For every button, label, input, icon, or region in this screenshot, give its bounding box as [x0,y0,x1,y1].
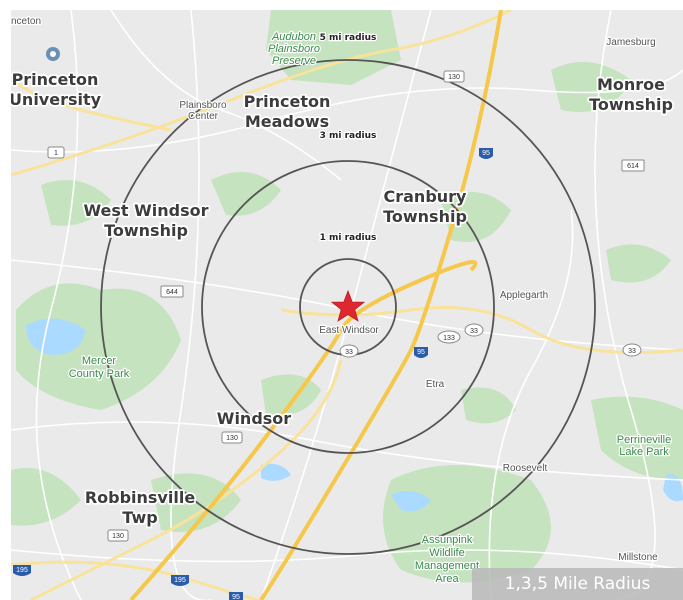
place-jamesburg: Jamesburg [606,37,655,48]
park-patch [41,180,111,226]
svg-text:95: 95 [417,349,425,356]
park-assunpink-line3: Management [415,560,479,572]
svg-text:133: 133 [443,335,455,342]
highways [129,10,503,600]
map-pin-icon[interactable] [46,47,60,61]
shield-95: 95 [414,347,428,358]
place-plainsboro-center-line1: Plainsboro [179,100,227,111]
pond [663,474,683,502]
park-assunpink-line4: Area [435,573,459,585]
place-robbinsville-line1: Robbinsville [85,488,196,507]
place-plainsboro-center-line2: Center [188,111,219,122]
place-millstone: Millstone [618,552,658,563]
park-audubon-line1: Audubon [271,31,316,43]
shield-614: 614 [621,159,645,172]
place-princeton-meadows-line1: Princeton [244,92,331,111]
park-perrineville-line2: Lake Park [619,446,669,458]
shield-1: 1 [47,146,65,159]
place-west-windsor-line1: West Windsor [83,201,208,220]
place-applegarth: Applegarth [500,290,548,301]
place-princeton-partial: nceton [11,16,41,27]
perrineville-park-area [591,396,683,480]
route-130 [129,260,478,600]
park-patch [11,468,81,526]
pond [261,463,291,481]
svg-text:130: 130 [226,435,238,442]
park-assunpink-line2: Wildlife [429,547,464,559]
lake [26,318,86,355]
audubon-park-area [266,10,401,85]
svg-text:195: 195 [16,567,28,574]
svg-text:33: 33 [470,328,478,335]
place-cranbury-line2: Township [383,207,467,226]
shield-130: 130 [221,431,243,444]
place-monroe-line2: Township [589,95,673,114]
place-monroe-line1: Monroe [597,75,665,94]
center-star-icon[interactable] [330,289,366,322]
place-east-windsor: East Windsor [319,325,379,336]
shield-95: 95 [229,592,243,600]
svg-text:195: 195 [174,577,186,584]
park-patch [461,387,516,424]
map-caption: 1,3,5 Mile Radius [472,568,683,600]
place-princeton-university-line2: University [11,90,102,109]
ring-5-mile [100,59,596,555]
place-princeton-university-line1: Princeton [12,70,99,89]
radius-label-3mi: 3 mi radius [320,131,377,141]
park-areas [11,10,683,583]
place-robbinsville-line2: Twp [122,508,157,527]
park-perrineville-line1: Perrineville [617,434,671,446]
place-windsor: Windsor [217,409,291,428]
park-patch [606,244,671,283]
shield-130: 130 [443,70,465,83]
shield-195: 195 [171,575,189,586]
water-bodies [26,318,683,512]
svg-text:95: 95 [232,594,240,600]
shield-33: 33 [622,343,642,357]
place-etra: Etra [426,379,445,390]
nj-turnpike [259,10,503,600]
shield-133: 133 [437,330,461,344]
shield-33: 33 [464,323,484,337]
svg-text:130: 130 [112,533,124,540]
shield-644: 644 [160,285,184,298]
park-audubon-line2: Plainsboro [268,43,320,55]
mercer-park-area [16,283,181,410]
place-west-windsor-line2: Township [104,221,188,240]
route-shields: 1 130 130 130 644 614 33 33 33 133 95 95… [13,70,645,600]
park-assunpink-line1: Assunpink [422,534,473,546]
svg-text:130: 130 [448,74,460,81]
place-princeton-meadows-line2: Meadows [245,112,329,131]
map-canvas[interactable]: 5 mi radius 3 mi radius 1 mi radius 1 13… [11,10,683,600]
radius-label-5mi: 5 mi radius [320,33,377,43]
park-patch [551,62,631,112]
shield-130: 130 [107,529,129,542]
lake [391,491,431,512]
svg-text:33: 33 [345,349,353,356]
park-patch [211,172,281,216]
place-cranbury-line1: Cranbury [384,187,468,206]
park-mercer-line2: County Park [69,368,130,380]
shield-95: 95 [479,148,493,159]
svg-text:644: 644 [166,289,178,296]
shield-33: 33 [339,344,359,358]
radius-label-1mi: 1 mi radius [320,233,377,243]
park-mercer-line1: Mercer [82,355,117,367]
park-audubon-line3: Preserve [272,55,316,67]
svg-text:95: 95 [482,150,490,157]
svg-text:33: 33 [628,348,636,355]
place-roosevelt: Roosevelt [503,463,548,474]
svg-text:1: 1 [54,150,58,157]
ring-3-mile [201,160,495,454]
svg-text:614: 614 [627,163,639,170]
shield-195: 195 [13,565,31,576]
